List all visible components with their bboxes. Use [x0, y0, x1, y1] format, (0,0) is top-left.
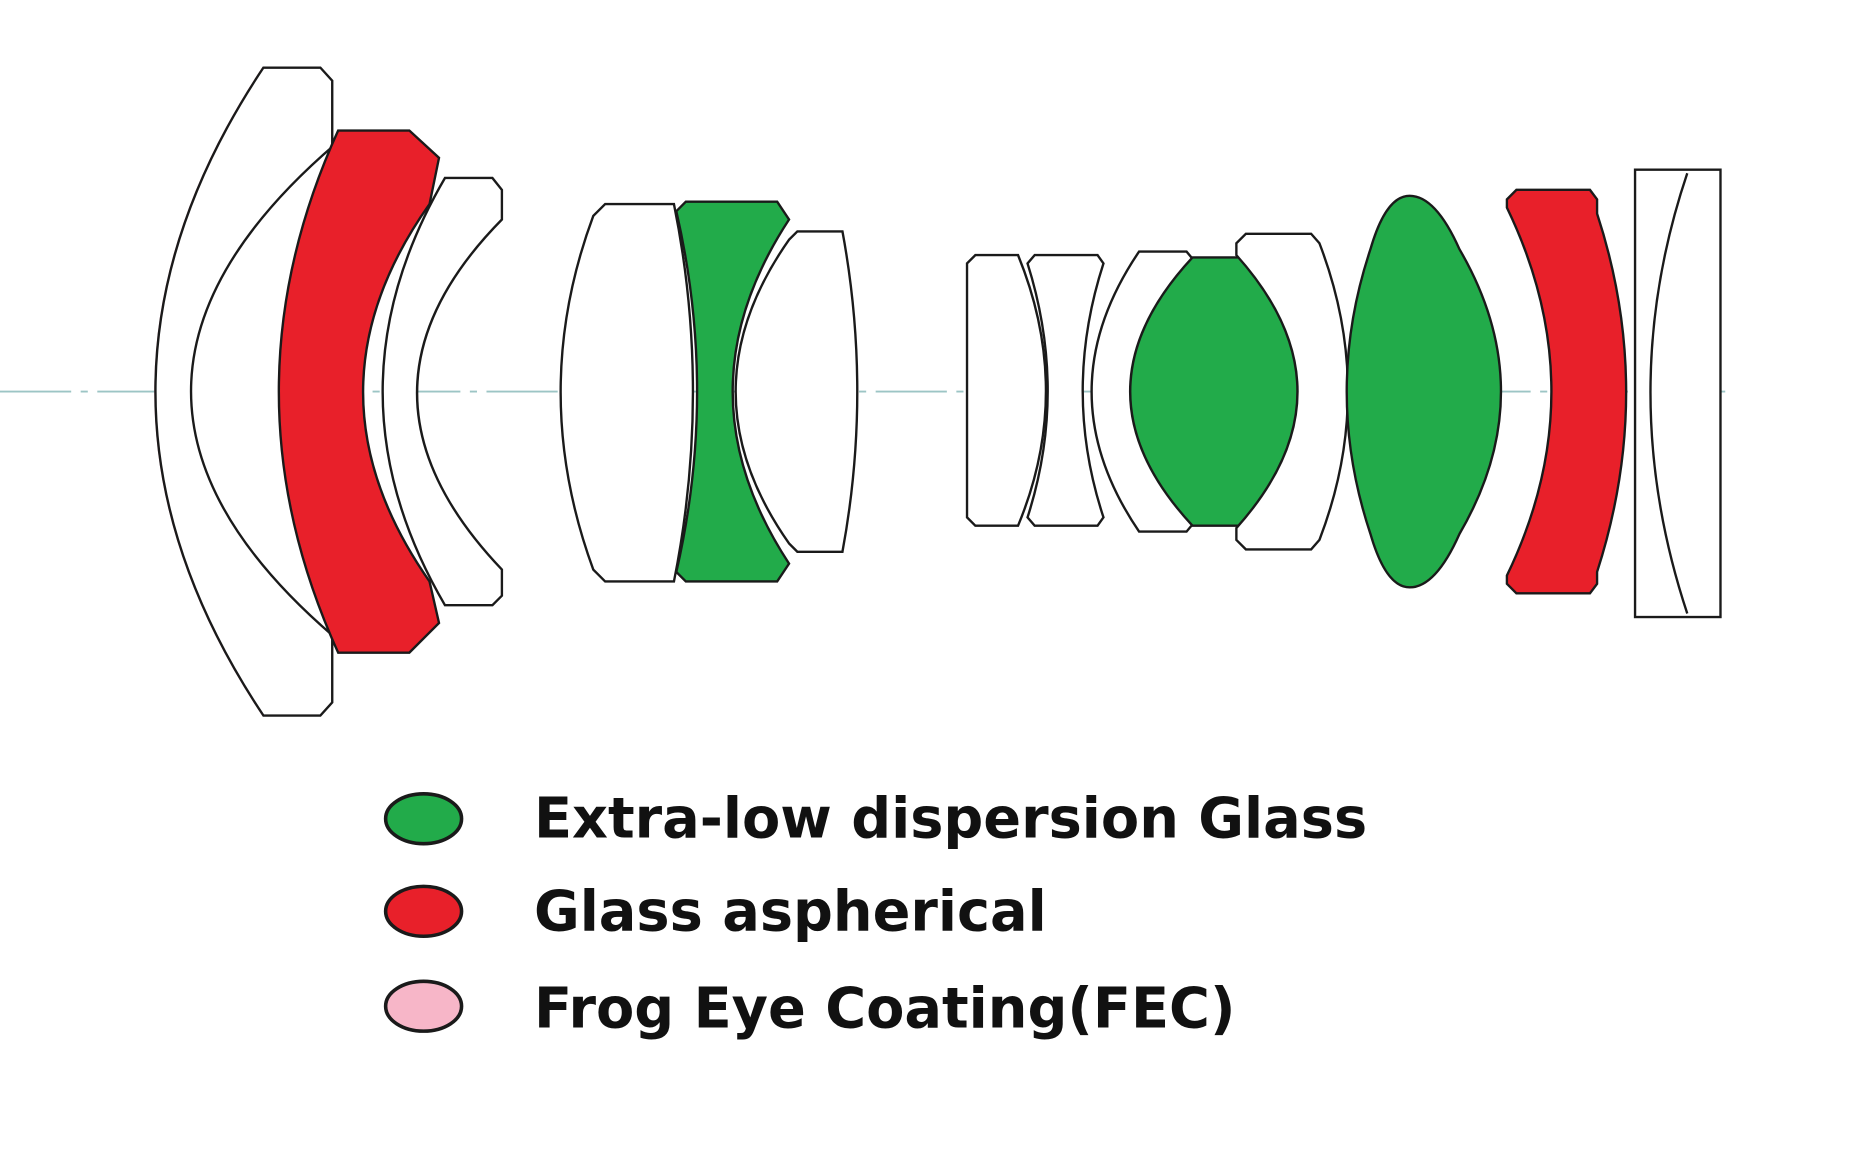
red-swatch-icon [383, 884, 464, 939]
legend-item-aspherical: Glass aspherical [383, 879, 1047, 944]
green-swatch-icon [383, 792, 464, 846]
aspherical-lens-2 [1505, 188, 1628, 595]
front-meniscus-lens [154, 66, 334, 717]
ed-lens-3 [1345, 194, 1503, 589]
ed-lens-1 [675, 200, 791, 583]
legend-item-fec: Frog Eye Coating(FEC) [383, 977, 1235, 1042]
lens-5 [965, 253, 1048, 527]
lens-3 [559, 202, 695, 583]
legend-label-ed-glass: Extra-low dispersion Glass [534, 787, 1367, 852]
aspherical-lens-1 [277, 129, 441, 654]
lens-8 [1235, 232, 1350, 551]
meniscus-lens-2 [381, 176, 504, 607]
legend-label-aspherical: Glass aspherical [534, 879, 1047, 944]
front-meniscus-inner-curve [189, 143, 336, 639]
lens-4 [734, 230, 859, 553]
legend-label-fec: Frog Eye Coating(FEC) [534, 977, 1235, 1042]
cover-glass-curve [1649, 172, 1689, 614]
lens-6 [1026, 253, 1105, 527]
pink-swatch-icon [383, 979, 464, 1033]
legend: Extra-low dispersion Glass Glass aspheri… [383, 787, 1367, 1042]
legend-item-ed-glass: Extra-low dispersion Glass [383, 787, 1367, 852]
cover-glass [1633, 168, 1722, 619]
